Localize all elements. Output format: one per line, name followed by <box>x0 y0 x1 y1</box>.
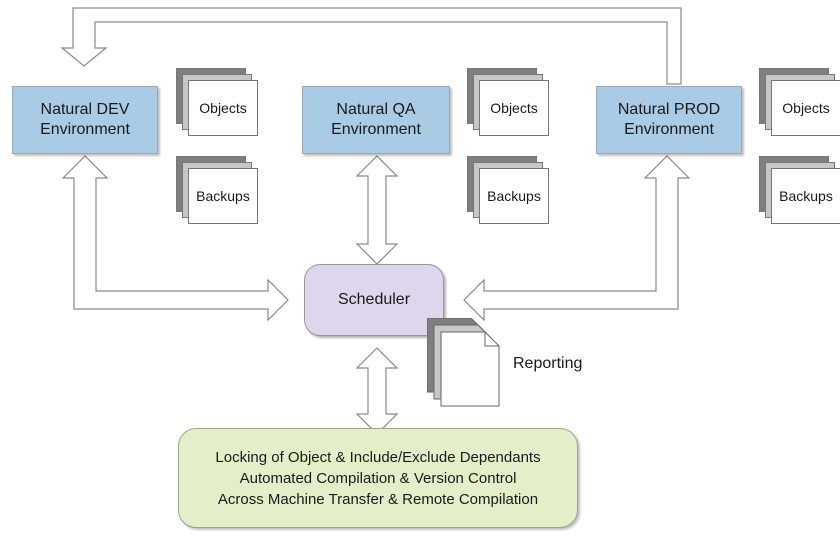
scheduler-label: Scheduler <box>337 291 411 308</box>
prod-backups-stack: Backups <box>759 156 840 224</box>
qa-environment-subtitle: Environment <box>331 121 421 138</box>
dev-environment-box: Natural DEV Environment <box>12 86 158 154</box>
prod-environment-subtitle: Environment <box>624 121 714 138</box>
dev-backups-stack: Backups <box>176 156 260 224</box>
dev-backups-label: Backups <box>188 168 258 224</box>
qa-backups-stack: Backups <box>467 156 551 224</box>
qa-objects-label: Objects <box>479 80 549 136</box>
feature-line-locking: Locking of Object & Include/Exclude Depe… <box>215 448 541 466</box>
feature-line-transfer: Across Machine Transfer & Remote Compila… <box>217 490 539 508</box>
dev-objects-label: Objects <box>188 80 258 136</box>
feature-line-compilation: Automated Compilation & Version Control <box>239 469 517 487</box>
prod-objects-label: Objects <box>771 80 840 136</box>
reporting-label: Reporting <box>513 355 583 372</box>
reporting-documents-icon <box>427 318 500 407</box>
qa-scheduler-arrow <box>355 155 399 265</box>
dev-objects-stack: Objects <box>176 68 260 136</box>
qa-environment-box: Natural QA Environment <box>302 86 450 154</box>
prod-objects-stack: Objects <box>759 68 840 136</box>
scheduler-features-arrow <box>355 347 399 435</box>
prod-backups-label: Backups <box>771 168 840 224</box>
qa-environment-title: Natural QA <box>336 101 416 118</box>
dev-environment-subtitle: Environment <box>40 121 130 138</box>
prod-environment-box: Natural PROD Environment <box>596 86 742 154</box>
qa-objects-stack: Objects <box>467 68 551 136</box>
qa-backups-label: Backups <box>479 168 549 224</box>
dev-environment-title: Natural DEV <box>40 101 130 118</box>
scheduler-box: Scheduler <box>304 264 444 336</box>
prod-scheduler-arrow <box>463 155 691 322</box>
prod-to-dev-arrow <box>60 7 682 85</box>
prod-environment-title: Natural PROD <box>617 101 721 118</box>
features-box: Locking of Object & Include/Exclude Depe… <box>178 428 578 528</box>
dev-scheduler-arrow <box>61 155 289 322</box>
